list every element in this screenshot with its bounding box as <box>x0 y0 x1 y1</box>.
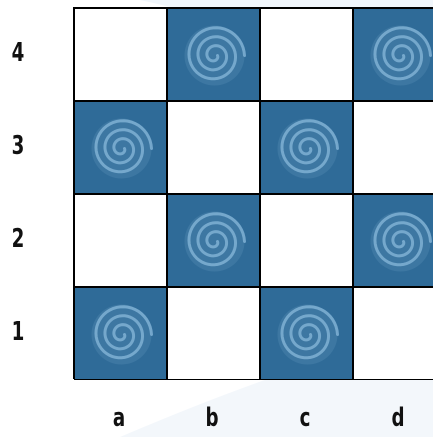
rank-label-2: 2 <box>9 226 26 252</box>
chess-board <box>73 7 433 379</box>
square-a1[interactable] <box>74 287 167 380</box>
square-a2[interactable] <box>74 194 167 287</box>
file-label-b: b <box>200 405 223 431</box>
square-b1[interactable] <box>167 287 260 380</box>
spiral-icon <box>168 9 260 101</box>
rank-label-4: 4 <box>9 40 26 66</box>
square-b4[interactable] <box>167 8 260 101</box>
square-d1[interactable] <box>353 287 433 380</box>
square-c1[interactable] <box>260 287 353 380</box>
spiral-icon <box>354 9 433 101</box>
square-c2[interactable] <box>260 194 353 287</box>
spiral-icon <box>354 195 433 287</box>
square-b2[interactable] <box>167 194 260 287</box>
spiral-icon <box>75 102 167 194</box>
square-c3[interactable] <box>260 101 353 194</box>
square-d2[interactable] <box>353 194 433 287</box>
square-b3[interactable] <box>167 101 260 194</box>
square-a4[interactable] <box>74 8 167 101</box>
file-label-d: d <box>386 405 409 431</box>
spiral-icon <box>261 102 353 194</box>
spiral-icon <box>75 288 167 380</box>
rank-label-3: 3 <box>9 133 26 159</box>
square-a3[interactable] <box>74 101 167 194</box>
square-d4[interactable] <box>353 8 433 101</box>
file-label-c: c <box>293 405 316 431</box>
file-label-a: a <box>107 405 130 431</box>
rank-label-1: 1 <box>9 319 26 345</box>
square-c4[interactable] <box>260 8 353 101</box>
spiral-icon <box>261 288 353 380</box>
square-d3[interactable] <box>353 101 433 194</box>
spiral-icon <box>168 195 260 287</box>
